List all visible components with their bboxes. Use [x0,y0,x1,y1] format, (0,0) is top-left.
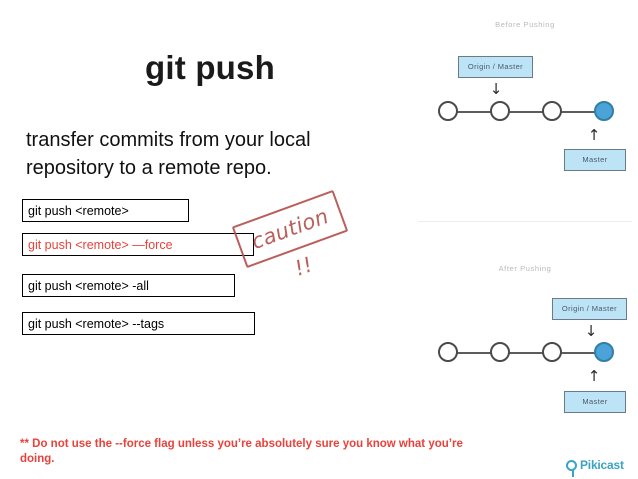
brand-logo[interactable]: Pikicast [566,456,634,477]
commit-node-head [594,101,614,121]
commit-node-head [594,342,614,362]
command-box-push-tags[interactable]: git push <remote> --tags [22,312,255,335]
arrow-down-icon: ↓ [489,80,503,98]
commit-connector [448,111,604,114]
pikicast-mark-icon [566,459,577,477]
ref-box-master-before: Master [564,149,626,171]
brand-name: Pikicast [580,458,624,472]
diagram-caption-before: Before Pushing [495,20,555,29]
commit-chain-before [438,101,614,123]
ref-box-origin-master-before: Origin / Master [458,56,533,78]
diagram-panel: Before Pushing Origin / Master ↓ ↑ Maste… [412,0,638,479]
commit-connector [448,352,604,355]
command-box-push-force[interactable]: git push <remote> —force [22,233,254,256]
diagram-after-pushing: After Pushing Origin / Master ↓ ↑ Master [412,228,638,428]
diagram-before-pushing: Before Pushing Origin / Master ↓ ↑ Maste… [412,0,638,220]
commit-node [542,342,562,362]
page-title: git push [145,49,275,87]
caution-stamp: caution !! [231,189,349,281]
commit-node [490,101,510,121]
diagram-caption-after: After Pushing [498,264,552,273]
commit-node [438,342,458,362]
commit-node [542,101,562,121]
arrow-down-icon: ↓ [584,322,598,340]
footer-warning-text: ** Do not use the --force flag unless yo… [20,438,463,465]
arrow-up-icon: ↑ [587,126,601,144]
panel-divider [418,221,632,222]
command-box-push[interactable]: git push <remote> [22,199,189,222]
commit-node [438,101,458,121]
slide-description: transfer commits from your local reposit… [26,129,311,179]
ref-box-master-after: Master [564,391,626,413]
commit-chain-after [438,342,614,364]
arrow-up-icon: ↑ [587,367,601,385]
ref-box-origin-master-after: Origin / Master [552,298,627,320]
commit-node [490,342,510,362]
command-box-push-all[interactable]: git push <remote> -all [22,274,235,297]
